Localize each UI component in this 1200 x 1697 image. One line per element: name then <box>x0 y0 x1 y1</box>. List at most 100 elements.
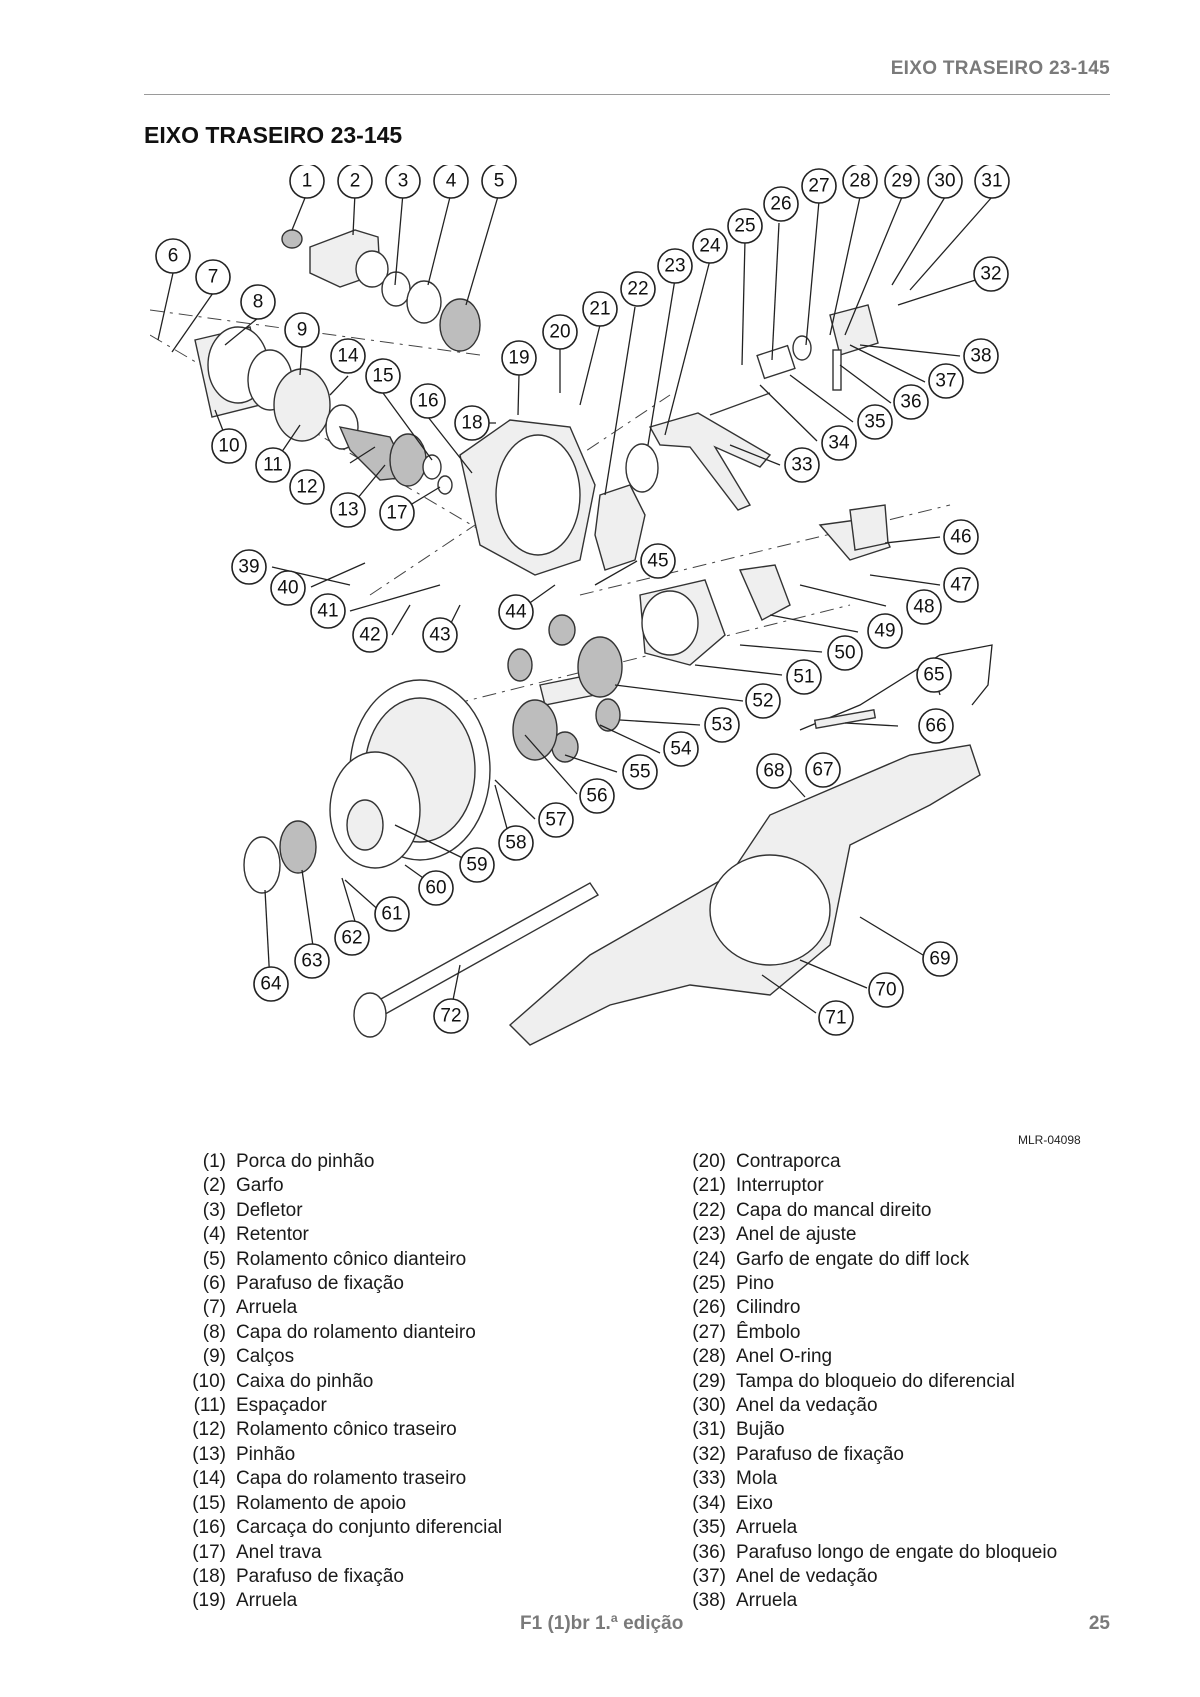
svg-text:57: 57 <box>545 810 566 831</box>
svg-text:72: 72 <box>440 1006 461 1027</box>
legend-item: (29)Tampa do bloqueio do diferencial <box>692 1370 1015 1392</box>
callout-61: 61 <box>374 896 410 932</box>
legend-item: (37)Anel de vedação <box>692 1565 878 1587</box>
svg-text:60: 60 <box>425 878 446 899</box>
svg-text:3: 3 <box>398 171 409 192</box>
svg-text:46: 46 <box>950 527 971 548</box>
legend-item: (4)Retentor <box>202 1224 309 1246</box>
callout-56: 56 <box>579 778 615 814</box>
legend-item: (7)Arruela <box>202 1297 298 1319</box>
svg-text:30: 30 <box>934 171 955 192</box>
legend-item: (36)Parafuso longo de engate do bloqueio <box>692 1541 1058 1563</box>
callout-21: 21 <box>582 291 618 327</box>
callout-23: 23 <box>657 248 693 284</box>
callout-42: 42 <box>352 617 388 653</box>
callout-51: 51 <box>786 659 822 695</box>
callout-69: 69 <box>922 941 958 977</box>
svg-text:17: 17 <box>386 503 407 524</box>
svg-text:44: 44 <box>505 602 527 623</box>
legend-item: (11)Espaçador <box>193 1395 327 1417</box>
legend-item: (35)Arruela <box>692 1517 798 1539</box>
svg-text:28: 28 <box>849 171 870 192</box>
svg-text:68: 68 <box>763 761 784 782</box>
svg-text:35: 35 <box>864 412 885 433</box>
footer-page-number: 25 <box>1088 1613 1110 1634</box>
callout-60: 60 <box>418 870 454 906</box>
callout-67: 67 <box>805 752 841 788</box>
legend-item: (27)Êmbolo <box>692 1321 801 1343</box>
callout-12: 12 <box>289 469 325 505</box>
callout-33: 33 <box>784 447 820 483</box>
svg-text:21: 21 <box>589 299 610 320</box>
svg-text:36: 36 <box>900 392 921 413</box>
svg-text:4: 4 <box>446 171 457 192</box>
svg-text:52: 52 <box>752 691 773 712</box>
callout-34: 34 <box>821 425 857 461</box>
legend-item: (12)Rolamento cônico traseiro <box>192 1419 457 1441</box>
legend-item: (33)Mola <box>692 1468 778 1490</box>
legend-item: (24)Garfo de engate do diff lock <box>692 1248 970 1270</box>
figure-reference: MLR-04098 <box>1018 1133 1081 1147</box>
svg-text:34: 34 <box>828 433 850 454</box>
svg-text:16: 16 <box>417 391 438 412</box>
callout-6: 6 <box>155 238 191 274</box>
running-header: EIXO TRASEIRO 23-145 <box>890 58 1110 79</box>
svg-text:26: 26 <box>770 194 791 215</box>
callout-10: 10 <box>211 428 247 464</box>
callout-41: 41 <box>310 593 346 629</box>
svg-text:38: 38 <box>970 346 991 367</box>
svg-text:18: 18 <box>461 413 482 434</box>
svg-text:48: 48 <box>913 597 934 618</box>
svg-text:25: 25 <box>734 216 755 237</box>
svg-text:40: 40 <box>277 578 298 599</box>
legend-item: (5)Rolamento cônico dianteiro <box>202 1248 467 1270</box>
legend-item: (28)Anel O-ring <box>692 1346 833 1368</box>
legend-item: (25)Pino <box>692 1273 775 1295</box>
callout-29: 29 <box>884 165 920 199</box>
legend-item: (22)Capa do mancal direito <box>692 1199 932 1221</box>
callout-54: 54 <box>663 731 699 767</box>
svg-text:59: 59 <box>466 855 487 876</box>
legend-item: (2)Garfo <box>202 1175 284 1197</box>
legend-item: (3)Defletor <box>202 1199 303 1221</box>
legend-item: (21)Interruptor <box>692 1175 824 1197</box>
svg-text:62: 62 <box>341 928 362 949</box>
parts-drawing <box>194 229 993 1046</box>
callout-50: 50 <box>827 635 863 671</box>
svg-text:50: 50 <box>834 643 855 664</box>
callout-20: 20 <box>542 314 578 350</box>
callout-57: 57 <box>538 802 574 838</box>
legend-item: (26)Cilindro <box>692 1297 801 1319</box>
parts-legend-right: (20)Contraporca (21)Interruptor (22)Capa… <box>680 1150 1120 1614</box>
callout-24: 24 <box>692 228 728 264</box>
callout-16: 16 <box>410 383 446 419</box>
legend-item: (9)Calços <box>202 1346 295 1368</box>
callout-46: 46 <box>943 519 979 555</box>
svg-text:67: 67 <box>812 760 833 781</box>
legend-item: (38)Arruela <box>692 1590 798 1612</box>
svg-text:65: 65 <box>923 665 944 686</box>
header-rule <box>144 94 1110 95</box>
svg-text:56: 56 <box>586 786 607 807</box>
callout-13: 13 <box>330 492 366 528</box>
legend-item: (10)Caixa do pinhão <box>192 1370 374 1392</box>
callout-68: 68 <box>756 753 792 789</box>
callout-64: 64 <box>253 966 289 1002</box>
callout-66: 66 <box>918 708 954 744</box>
svg-text:55: 55 <box>629 762 650 783</box>
callout-18: 18 <box>454 405 490 441</box>
callout-70: 70 <box>868 972 904 1008</box>
svg-text:24: 24 <box>699 236 721 257</box>
svg-text:32: 32 <box>980 264 1001 285</box>
legend-item: (31)Bujão <box>692 1419 785 1441</box>
legend-item: (13)Pinhão <box>192 1443 296 1465</box>
callout-9: 9 <box>284 312 320 348</box>
callout-63: 63 <box>294 943 330 979</box>
callout-26: 26 <box>763 186 799 222</box>
callout-27: 27 <box>801 168 837 204</box>
footer-edition: F1 (1)br 1.ª edição <box>520 1613 684 1634</box>
svg-text:64: 64 <box>260 974 282 995</box>
callout-48: 48 <box>906 589 942 625</box>
svg-text:14: 14 <box>337 346 359 367</box>
legend-item: (15)Rolamento de apoio <box>192 1492 407 1514</box>
